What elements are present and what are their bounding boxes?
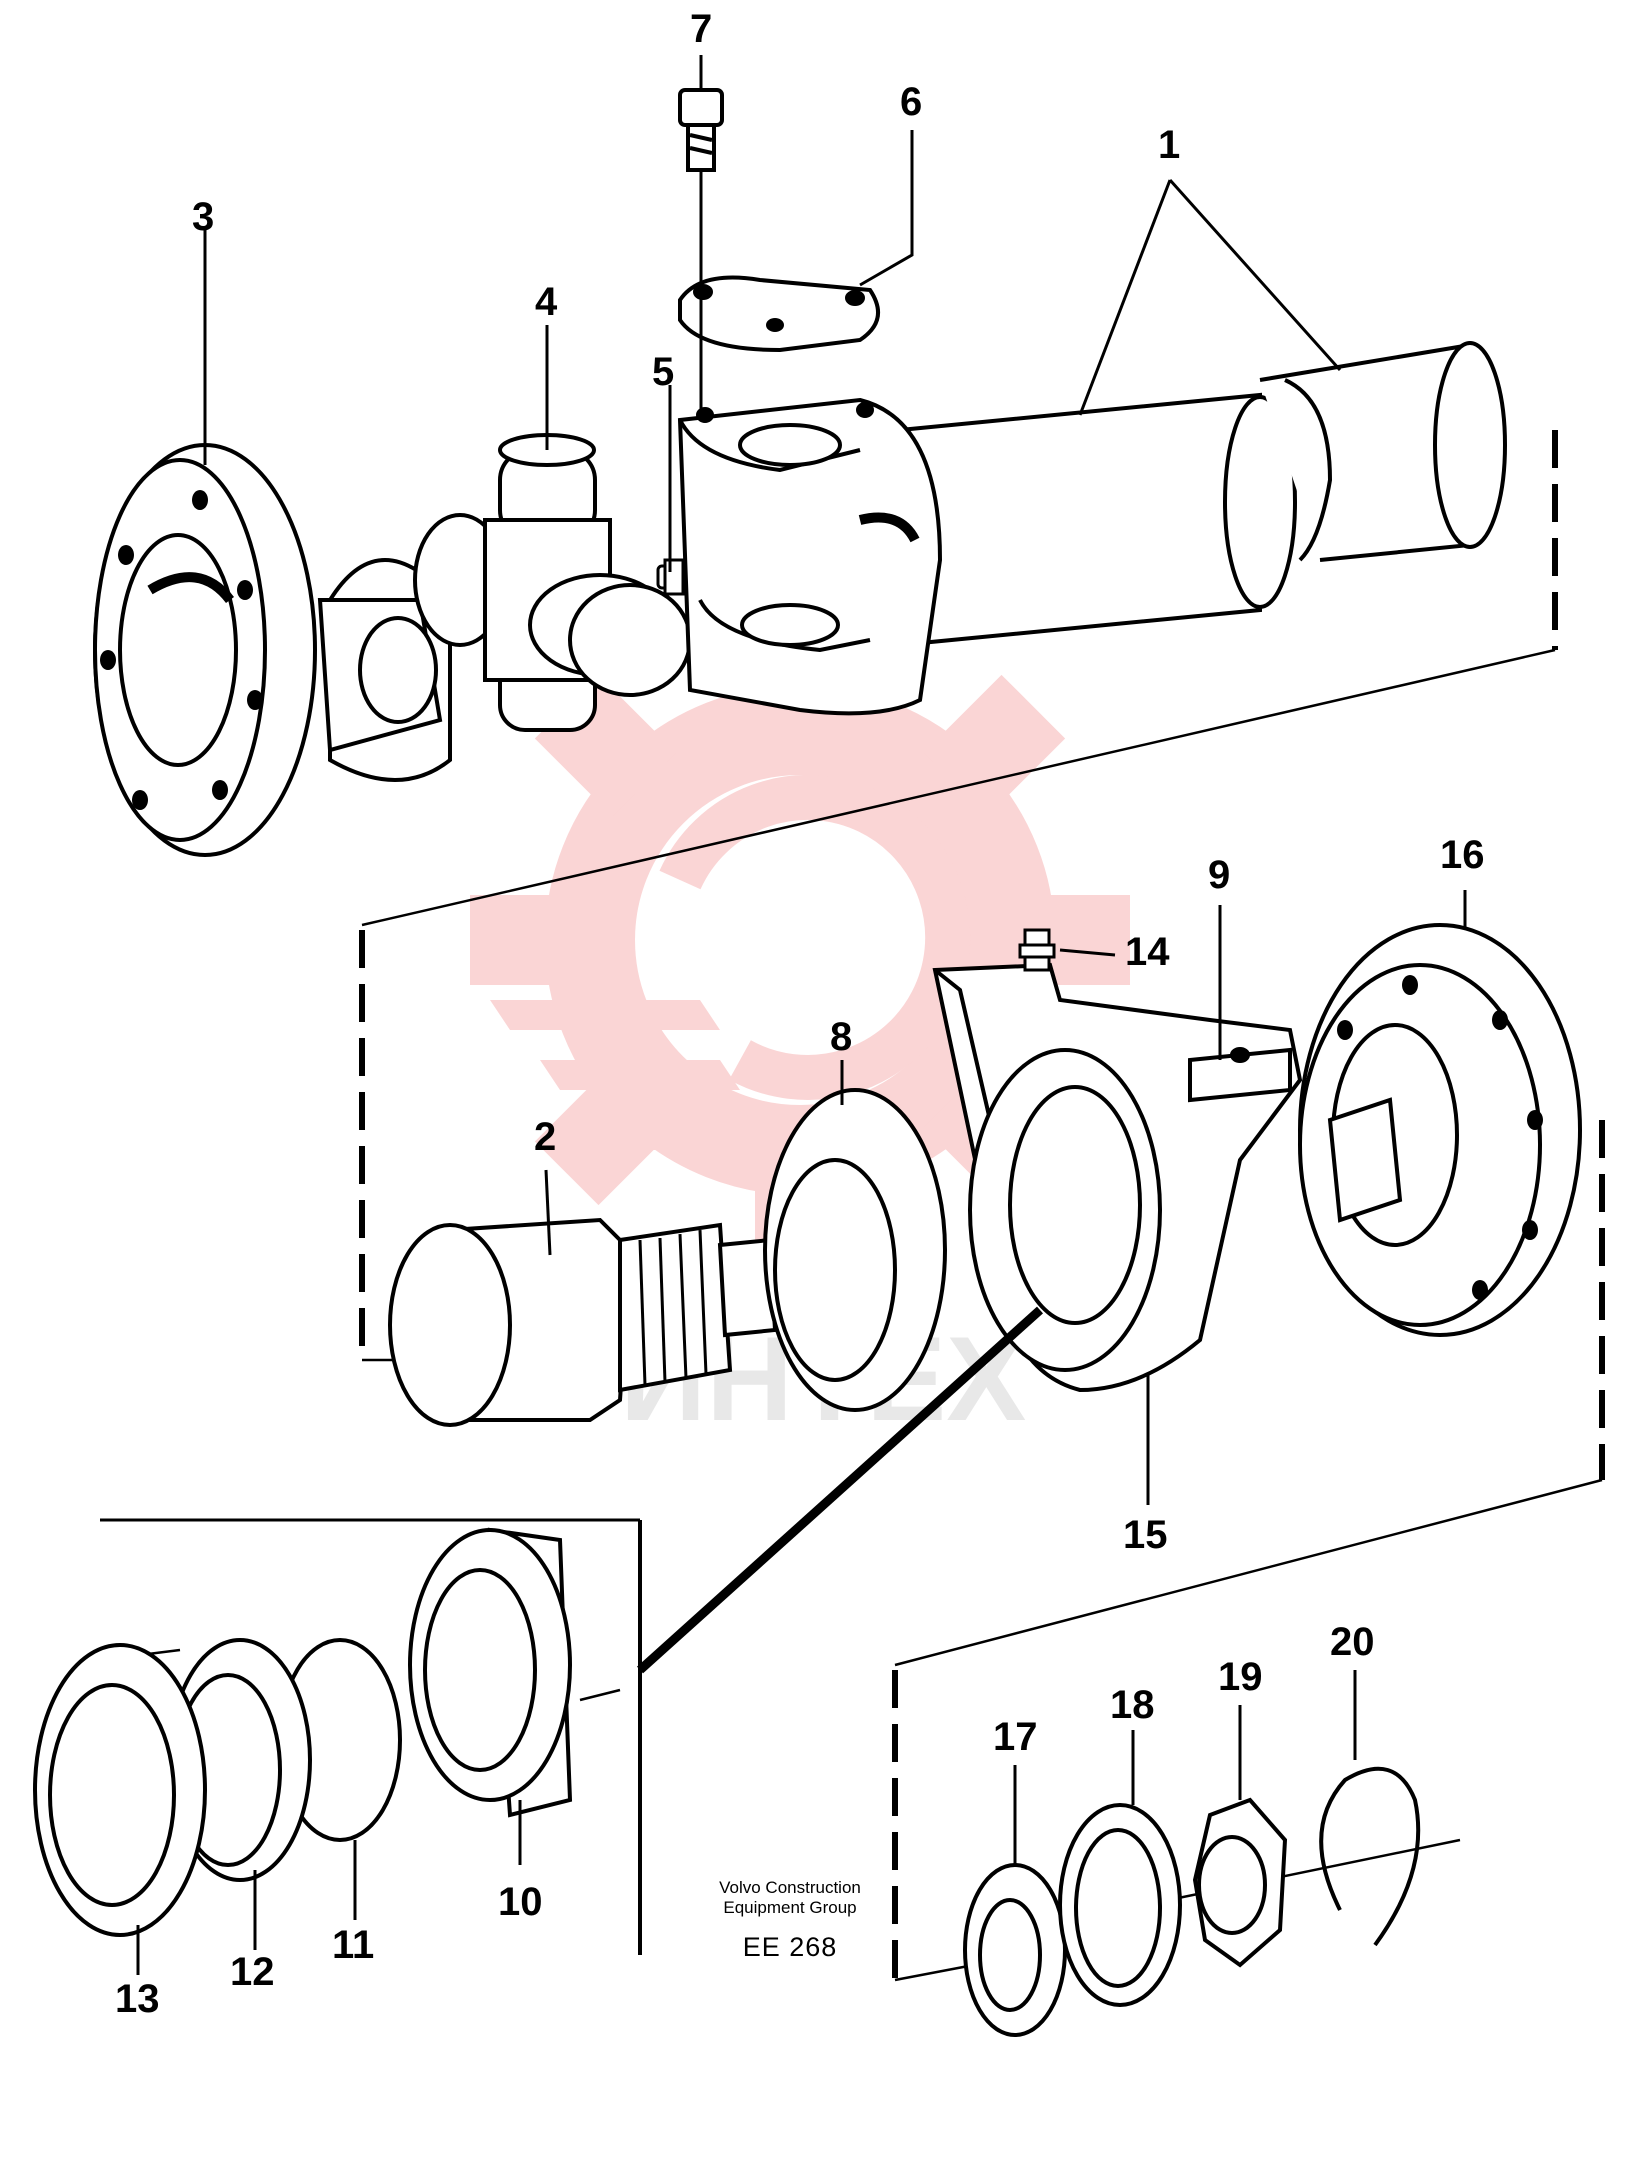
part-18-lock-washer	[1058, 1803, 1182, 2007]
callout-19: 19	[1218, 1655, 1263, 1699]
callout-13: 13	[115, 1977, 160, 2021]
assembly-dashed-lines	[359, 430, 1605, 1980]
part-19-nut	[1192, 1797, 1288, 1968]
part-16-flange	[1298, 923, 1582, 1337]
part-17-washer	[963, 1863, 1067, 2037]
bearing-detail-frame	[100, 1306, 1044, 1955]
callout-15: 15	[1123, 1513, 1168, 1557]
part-7-bolt	[678, 88, 724, 172]
part-20-circlip	[1319, 1766, 1421, 1947]
caption-company-line-1: Volvo Construction	[719, 1878, 861, 1897]
diagram-caption: Volvo Construction Equipment Group EE 26…	[640, 1878, 940, 1963]
callout-11: 11	[332, 1923, 374, 1967]
callout-8: 8	[830, 1015, 852, 1059]
part-2-splined-shaft	[388, 1217, 778, 1427]
part-6-cover-plate	[678, 275, 880, 353]
callout-20: 20	[1330, 1620, 1375, 1664]
part-15-bearing-housing	[932, 962, 1303, 1393]
callout-17: 17	[993, 1715, 1038, 1759]
callout-leader-lines	[136, 55, 1467, 1975]
part-10-roller-bearing	[408, 1527, 573, 1818]
callout-10: 10	[498, 1880, 543, 1924]
caption-drawing-code: EE 268	[742, 1931, 838, 1962]
callout-7: 7	[690, 7, 712, 51]
part-3-flange-yoke	[93, 443, 452, 857]
part-14-grease-nipple	[1018, 928, 1056, 972]
callout-2: 2	[534, 1115, 556, 1159]
part-13-seal	[33, 1643, 207, 1937]
callout-16: 16	[1440, 833, 1485, 877]
caption-company-line-2: Equipment Group	[723, 1898, 857, 1918]
callout-1: 1	[1158, 123, 1180, 167]
part-4-universal-joint-cross	[413, 433, 692, 732]
callout-6: 6	[900, 80, 922, 124]
callout-labels: 1 2 3 4 5 6 7 8 9 10 11 12 13 14 15 16 1…	[115, 7, 1485, 2021]
callout-5: 5	[652, 350, 674, 394]
callout-18: 18	[1110, 1683, 1155, 1727]
part-1-drive-shaft	[677, 341, 1507, 716]
callout-9: 9	[1208, 853, 1230, 897]
callout-3: 3	[192, 195, 214, 239]
callout-4: 4	[535, 280, 558, 324]
callout-14: 14	[1125, 930, 1170, 974]
part-8-washer	[763, 1088, 947, 1412]
callout-12: 12	[230, 1950, 275, 1994]
